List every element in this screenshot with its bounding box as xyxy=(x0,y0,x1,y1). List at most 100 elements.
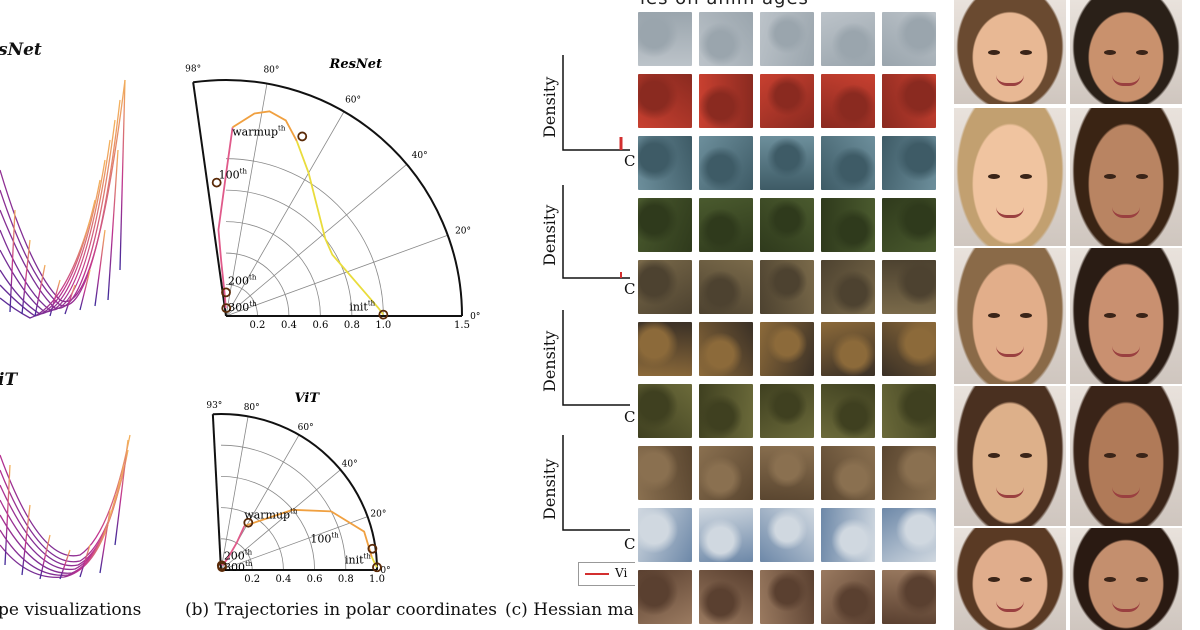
image-tile xyxy=(760,260,814,314)
polar-angle-tick: 0° xyxy=(470,312,480,322)
annotation-sup: th xyxy=(278,124,286,132)
trajectory-annotation: 100th xyxy=(219,168,248,182)
image-tile xyxy=(821,260,875,314)
panel-b-caption: (b) Trajectories in polar coordinates xyxy=(185,600,497,620)
face-eye xyxy=(1104,49,1116,55)
image-tile xyxy=(638,136,692,190)
trajectory-annotation: initth xyxy=(345,552,371,566)
trajectory-annotation: initth xyxy=(349,300,375,314)
face-eye xyxy=(1104,174,1116,180)
face-smile xyxy=(996,487,1024,498)
image-tile xyxy=(760,508,814,562)
polar-angle-tick: 0° xyxy=(380,566,390,576)
image-tile xyxy=(699,260,753,314)
density-ylabel-3: Density xyxy=(540,330,559,392)
polar-grid-circle xyxy=(220,507,284,571)
image-tile xyxy=(638,570,692,624)
annotation-sup: th xyxy=(245,548,253,556)
face-image xyxy=(1070,528,1182,630)
image-tile xyxy=(760,570,814,624)
image-tile xyxy=(699,384,753,438)
polar-radius-tick: 1.5 xyxy=(454,320,470,331)
face-eye xyxy=(1020,313,1032,319)
face-eye xyxy=(1020,453,1032,459)
trajectory-annotation: warmupth xyxy=(232,124,286,138)
annotation-sup: th xyxy=(249,273,257,281)
polar-angle-tick: 80° xyxy=(244,403,260,413)
image-tile xyxy=(821,508,875,562)
trajectory-annotation: 100th xyxy=(310,532,339,546)
face-smile xyxy=(1112,207,1140,219)
face-image xyxy=(1070,386,1182,526)
image-grid xyxy=(635,0,940,630)
image-tile xyxy=(821,198,875,252)
trajectory-marker xyxy=(211,177,222,188)
face-eye xyxy=(1136,49,1148,55)
polar-radius-tick: 0.4 xyxy=(281,320,297,331)
density-ylabel-2: Density xyxy=(540,204,559,266)
polar-outer-arc xyxy=(193,79,463,317)
annotation-sup: th xyxy=(245,560,253,568)
polar-radius-tick: 0.2 xyxy=(244,574,260,585)
polar-angle-tick: 98° xyxy=(185,64,201,74)
image-tile xyxy=(882,12,936,66)
polar-angle-tick: 20° xyxy=(370,509,386,519)
image-tile xyxy=(882,446,936,500)
density-xtick-3: C xyxy=(624,408,636,426)
image-tile xyxy=(760,384,814,438)
image-tile xyxy=(882,384,936,438)
face-smile xyxy=(996,75,1024,86)
polar-grid-ray xyxy=(225,83,268,317)
image-tile xyxy=(638,198,692,252)
trajectory-marker xyxy=(243,517,254,528)
polar-axis-left xyxy=(192,82,227,317)
trajectory-annotation: 300th xyxy=(228,300,257,314)
trajectory-marker xyxy=(378,309,389,320)
face-eye xyxy=(988,453,1000,459)
image-tile xyxy=(699,198,753,252)
trajectory-late xyxy=(370,556,378,568)
density-xtick-2: C xyxy=(624,280,636,298)
trajectory-mid xyxy=(232,110,298,142)
polar-grid-circle xyxy=(220,476,315,571)
image-tile xyxy=(821,74,875,128)
polar-outer-arc xyxy=(212,413,378,571)
image-tile xyxy=(638,322,692,376)
image-tile xyxy=(882,74,936,128)
image-tile xyxy=(760,74,814,128)
surface-plot-resnet xyxy=(0,79,126,319)
trajectory-marker xyxy=(297,131,308,142)
face-image xyxy=(1070,108,1182,246)
polar-grid-ray xyxy=(225,111,345,317)
polar-angle-tick: 40° xyxy=(412,151,428,161)
polar-grid-ray xyxy=(220,416,249,571)
face-image xyxy=(1070,0,1182,104)
polar-radius-tick: 0.4 xyxy=(275,574,291,585)
surface-plot-vit xyxy=(0,434,131,580)
polar-grid-ray xyxy=(220,516,368,571)
trajectory-marker xyxy=(372,562,382,573)
annotation-sup: th xyxy=(331,532,339,540)
trajectory-marker xyxy=(367,543,378,554)
image-tile xyxy=(882,198,936,252)
face-eye xyxy=(988,174,1000,180)
annotation-sup: th xyxy=(368,300,376,308)
density-ylabel-4: Density xyxy=(540,458,559,520)
image-tile xyxy=(821,12,875,66)
face-smile xyxy=(1112,601,1140,613)
panel-c-caption: (c) Hessian ma xyxy=(505,600,634,620)
image-tile xyxy=(821,384,875,438)
annotation-sup: th xyxy=(240,168,248,176)
panel-a-title-top: sNet xyxy=(0,40,42,60)
polar-angle-tick: 80° xyxy=(263,66,279,76)
image-tile xyxy=(638,12,692,66)
image-tile xyxy=(699,74,753,128)
density-axes xyxy=(562,55,630,531)
face-image xyxy=(954,386,1066,526)
face-eye xyxy=(1104,453,1116,459)
image-tile xyxy=(821,570,875,624)
annotation-sup: th xyxy=(249,300,257,308)
face-smile xyxy=(1112,75,1140,86)
trajectory-mid xyxy=(244,508,373,558)
